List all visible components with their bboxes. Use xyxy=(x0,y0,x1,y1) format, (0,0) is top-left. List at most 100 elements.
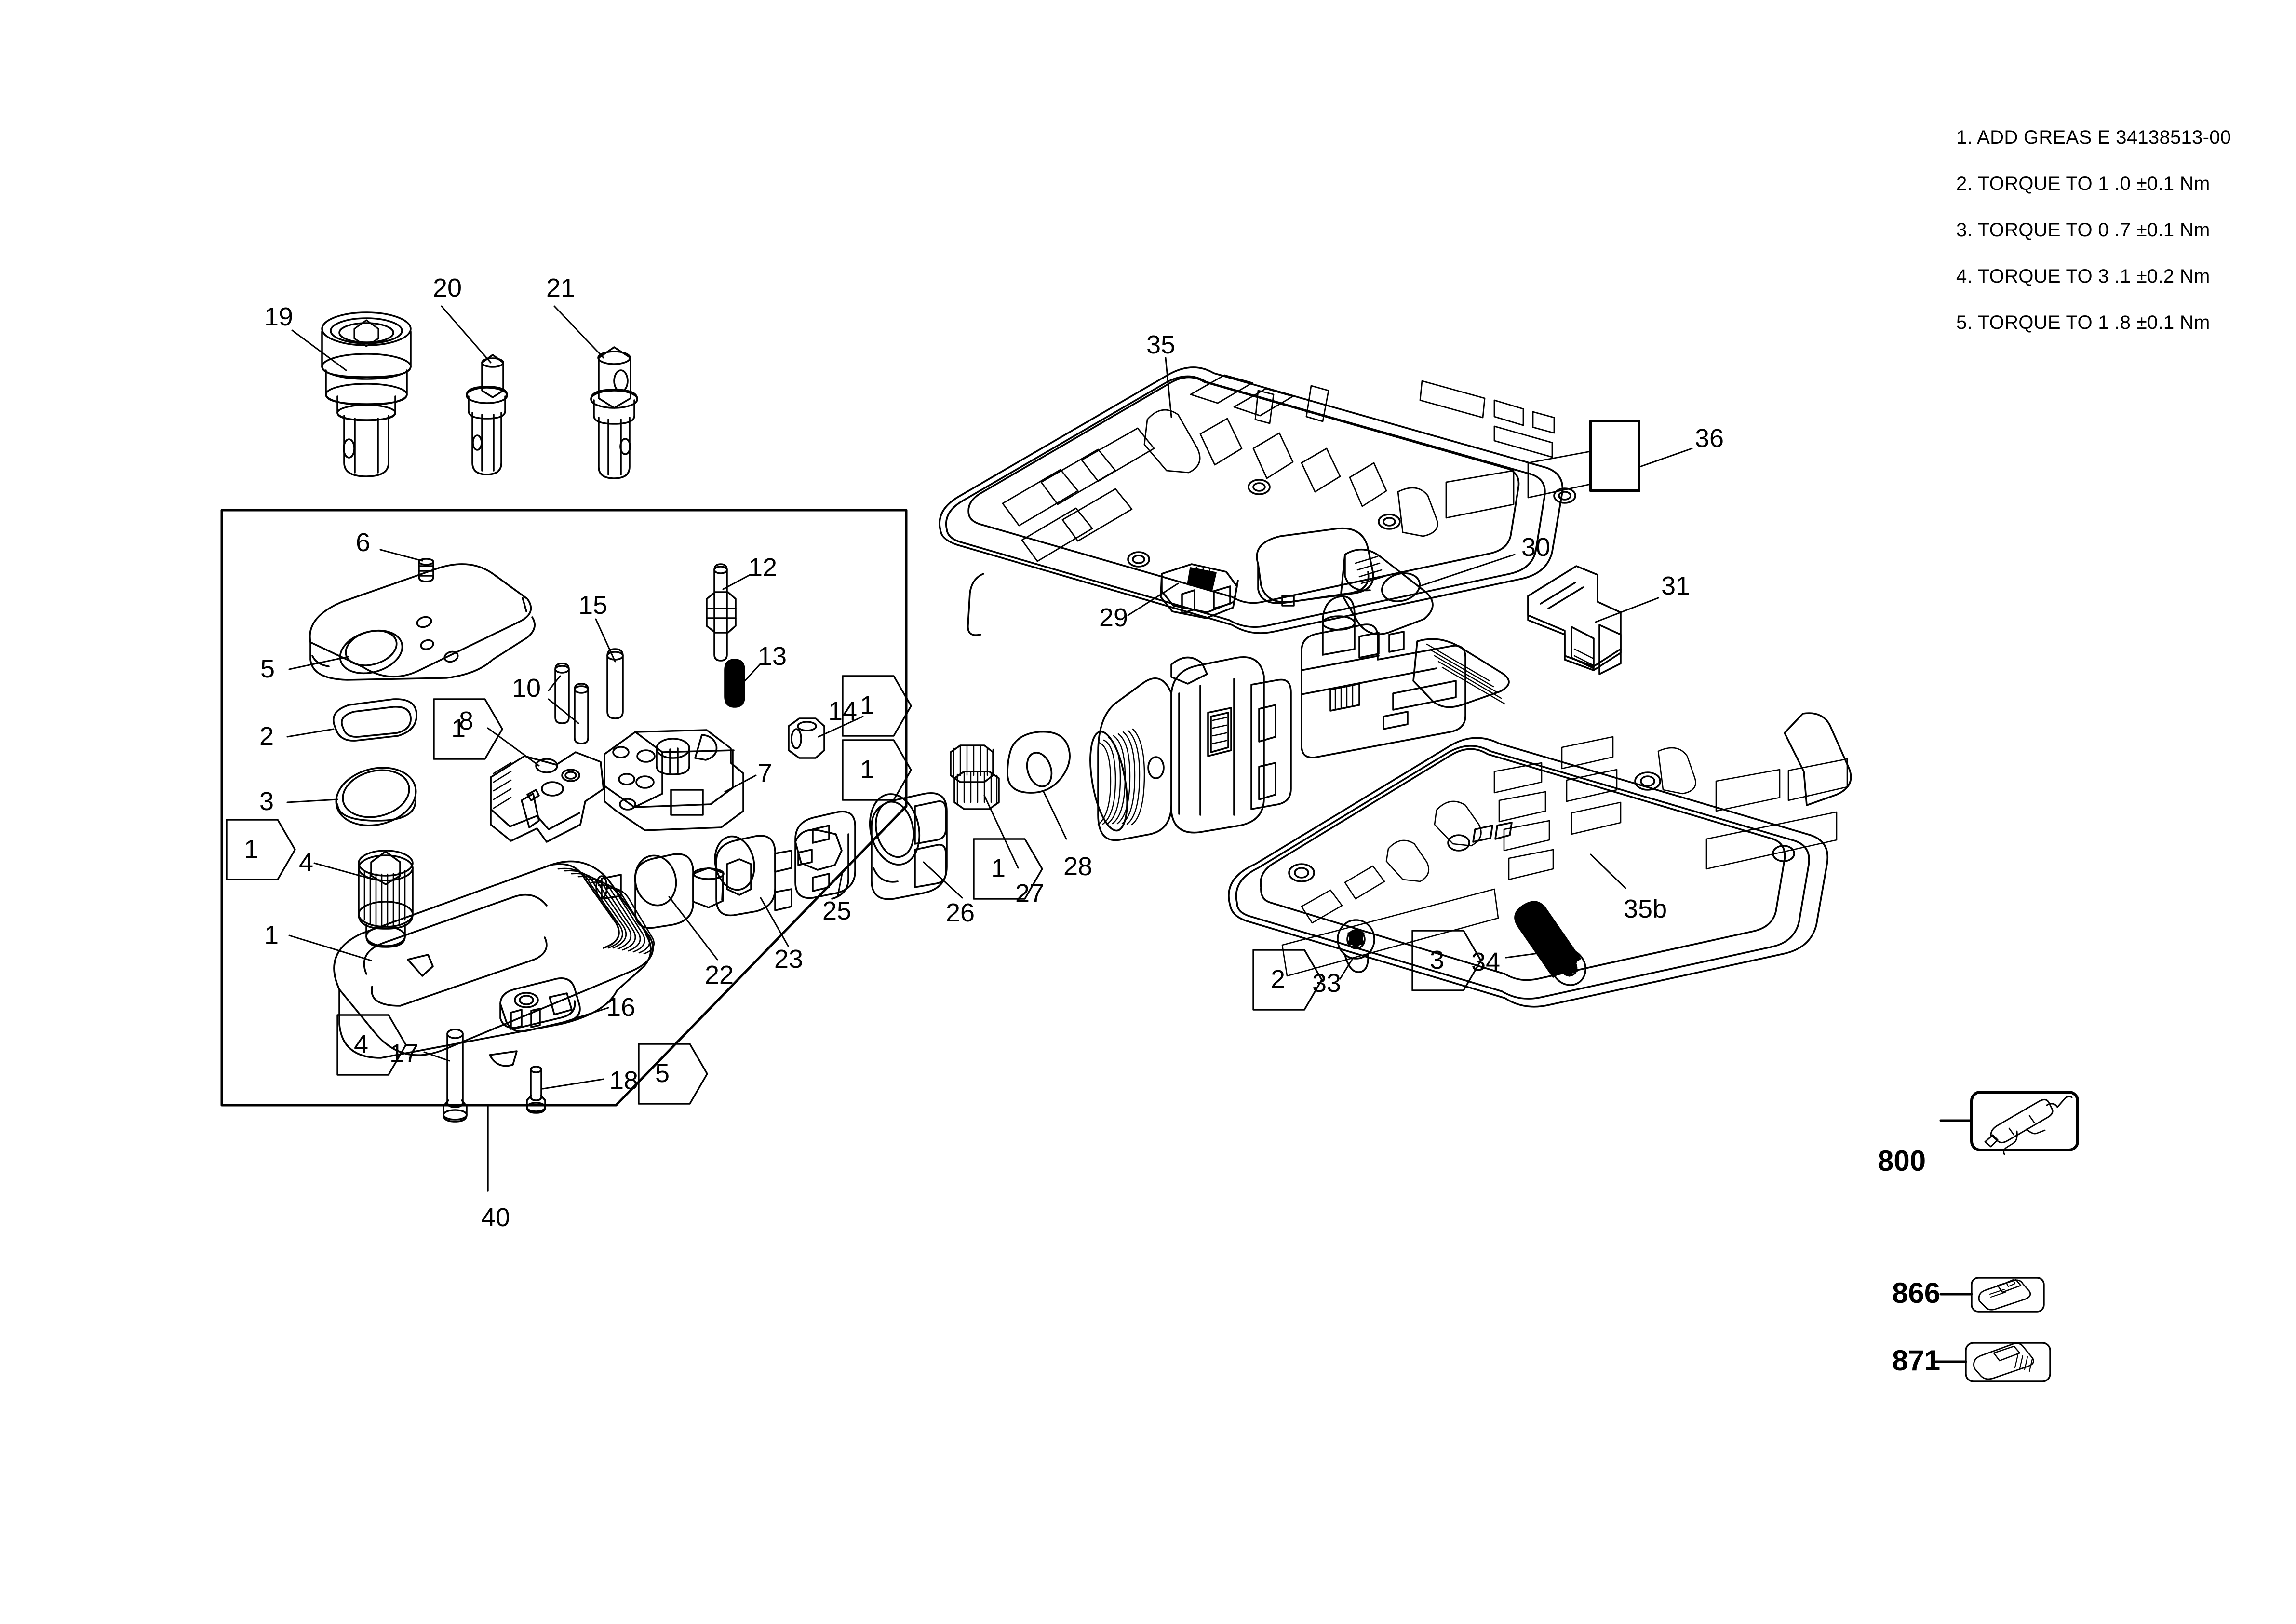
part-17-long-screw xyxy=(443,1029,468,1123)
part-16-contact-plate xyxy=(499,977,581,1032)
callout-40: 40 xyxy=(481,1203,510,1232)
callout-33: 33 xyxy=(1312,969,1342,998)
note-badges xyxy=(226,675,1482,1105)
leader-25 xyxy=(837,870,844,897)
part-29-terminal-clip xyxy=(1160,563,1239,619)
leader-7 xyxy=(724,774,757,793)
part-30-trigger-cover xyxy=(1256,527,1434,635)
callout-800: 800 xyxy=(1878,1145,1926,1177)
part-18-short-screw xyxy=(526,1066,546,1114)
callout-8: 8 xyxy=(459,706,474,735)
note-line-2: 2. TORQUE TO 1 .0 ±0.1 Nm xyxy=(1956,173,2210,194)
callout-30: 30 xyxy=(1521,533,1551,562)
callout-20: 20 xyxy=(433,273,462,302)
callout-31: 31 xyxy=(1661,571,1691,600)
leader-36 xyxy=(1639,447,1693,468)
callout-22: 22 xyxy=(705,961,734,989)
callout-25: 25 xyxy=(822,896,852,925)
part-34-screw-long xyxy=(1514,901,1586,986)
leader-23 xyxy=(760,897,789,947)
callout-26: 26 xyxy=(946,898,975,927)
part-35-housing-upper xyxy=(939,366,1592,636)
callout-871: 871 xyxy=(1892,1344,1941,1377)
leader-35-upper xyxy=(1165,357,1172,418)
callout-2: 2 xyxy=(259,722,274,751)
accessory-box-871 xyxy=(1965,1342,2051,1382)
part-3-o-ring xyxy=(335,767,417,826)
part-15-dowel-pin-long xyxy=(606,648,624,719)
part-28-washer-plate xyxy=(1007,731,1071,794)
leader-1 xyxy=(288,934,372,961)
leader-5 xyxy=(288,656,349,670)
part-7-yoke-block xyxy=(604,729,744,831)
callout-866: 866 xyxy=(1892,1277,1941,1309)
leader-18 xyxy=(542,1078,604,1090)
engineering-notes-block: 1. ADD GREAS E 34138513-00 2. TORQUE TO … xyxy=(1956,128,2255,359)
leader-29 xyxy=(1127,582,1179,616)
leader-6 xyxy=(379,549,423,562)
accessory-box-866 xyxy=(1971,1277,2045,1313)
callout-13: 13 xyxy=(758,642,787,671)
part-8-pawl-lever xyxy=(490,751,604,843)
callout-16: 16 xyxy=(606,993,636,1022)
part-23-bearing-carrier xyxy=(714,835,792,917)
callout-28: 28 xyxy=(1063,852,1093,881)
accessory-box-800 xyxy=(1970,1091,2079,1155)
leader-34 xyxy=(1505,950,1557,959)
note-badge-5: 5 xyxy=(655,1059,670,1088)
callout-10: 10 xyxy=(512,674,541,703)
callout-27: 27 xyxy=(1015,879,1045,908)
part-36-label xyxy=(1589,420,1640,492)
note-badge-1e: 1 xyxy=(991,854,1006,883)
callout-7: 7 xyxy=(758,758,773,787)
leader-4 xyxy=(313,862,371,880)
callout-36: 36 xyxy=(1695,424,1724,453)
part-25-crank-link xyxy=(794,811,856,900)
callout-3: 3 xyxy=(259,787,274,816)
part-2-gasket xyxy=(333,698,417,742)
part-10-dowel-pins xyxy=(554,663,589,744)
part-26-ring-gear-housing xyxy=(869,792,948,900)
main-assembly-box xyxy=(220,509,908,1107)
leader-14 xyxy=(818,716,864,738)
leader-17 xyxy=(423,1051,450,1062)
note-badge-4: 4 xyxy=(354,1030,369,1059)
callout-6: 6 xyxy=(356,528,371,557)
leader-20 xyxy=(441,305,492,364)
callout-21: 21 xyxy=(546,273,576,302)
leader-13 xyxy=(740,663,762,686)
part-6-set-screw xyxy=(418,558,434,582)
part-20-anvil xyxy=(466,354,508,475)
note-line-3: 3. TORQUE TO 0 .7 ±0.1 Nm xyxy=(1956,219,2210,241)
leader-21 xyxy=(553,305,604,359)
note-badge-1d: 1 xyxy=(244,835,259,864)
leader-35-lower xyxy=(1590,853,1626,889)
callout-4: 4 xyxy=(299,848,314,877)
callout-34: 34 xyxy=(1471,947,1501,976)
note-line-1: 1. ADD GREAS E 34138513-00 xyxy=(1956,127,2231,148)
callout-12: 12 xyxy=(748,553,778,582)
leader-3 xyxy=(286,798,338,803)
callout-35-upper: 35 xyxy=(1146,330,1176,359)
leader-12 xyxy=(722,574,751,590)
part-35-housing-lower xyxy=(1228,712,1852,1008)
note-badge-1a: 1 xyxy=(451,714,466,743)
callout-23: 23 xyxy=(774,945,804,974)
callout-14: 14 xyxy=(828,697,858,726)
part-1-head-housing xyxy=(333,860,655,1067)
callout-15: 15 xyxy=(578,591,608,620)
callout-29: 29 xyxy=(1099,603,1128,632)
leader-31 xyxy=(1595,597,1659,623)
part-33-screw xyxy=(1337,919,1375,973)
note-badge-3: 3 xyxy=(1430,946,1445,974)
leader-8 xyxy=(487,727,540,767)
note-line-4: 4. TORQUE TO 3 .1 ±0.2 Nm xyxy=(1956,266,2210,287)
leader-30 xyxy=(1418,554,1516,587)
leader-19 xyxy=(291,329,347,371)
callout-35-lower: 35b xyxy=(1624,894,1667,923)
motor-gearbox-assembly xyxy=(1089,565,1622,841)
callout-17: 17 xyxy=(389,1039,419,1068)
callout-18: 18 xyxy=(609,1066,639,1095)
